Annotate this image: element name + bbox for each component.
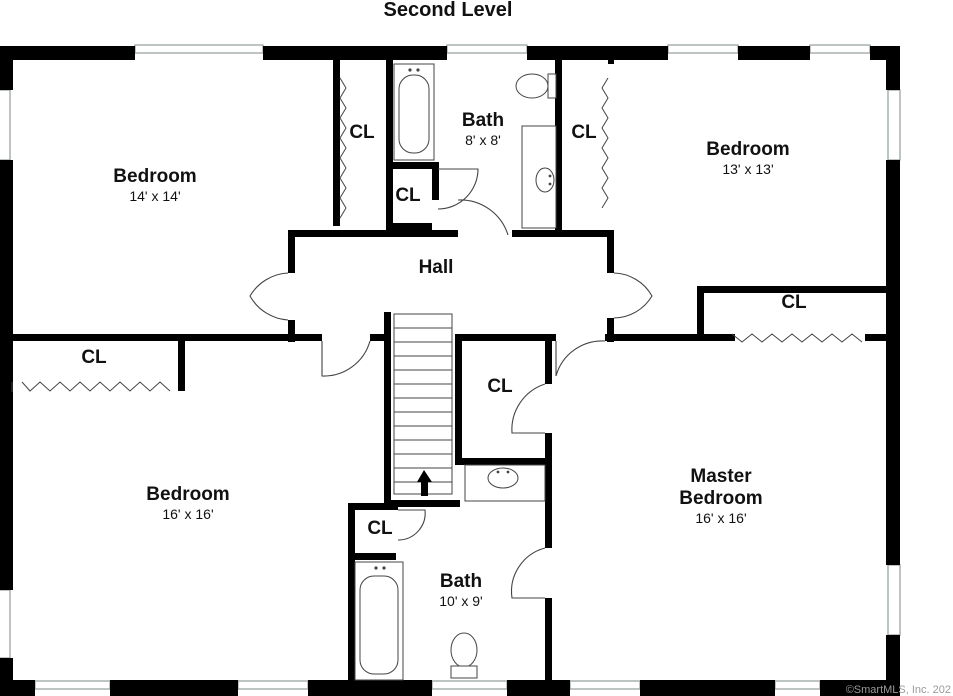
- closet-label-bottom: CL: [367, 518, 393, 539]
- room-name-master-line2: Bedroom: [679, 488, 762, 509]
- room-dims-bedroom-sw: 16' x 16': [162, 506, 213, 522]
- room-dims-bath-bottom: 10' x 9': [439, 593, 482, 609]
- room-name-bedroom-ne: Bedroom: [706, 139, 789, 160]
- room-name-master-line1: Master: [690, 466, 752, 487]
- toilet: [515, 73, 549, 99]
- closet-label-bath: CL: [395, 185, 421, 206]
- room-dims-bath-top: 8' x 8': [465, 132, 501, 148]
- room-name-bedroom-sw: Bedroom: [146, 484, 229, 505]
- closet-label-west: CL: [81, 347, 107, 368]
- room-dims-bedroom-ne: 13' x 13': [722, 161, 773, 177]
- faucets: [374, 68, 552, 570]
- closet-labels: CL CL CL CL CL CL CL: [81, 122, 807, 539]
- door-swings: [249, 168, 653, 599]
- room-name-bath-top: Bath: [462, 110, 504, 131]
- sink: [487, 467, 519, 489]
- room-dims-bedroom-nw: 14' x 14': [129, 188, 180, 204]
- walls: [0, 46, 900, 696]
- fixtures: [354, 63, 557, 681]
- stair-up-arrow-icon: [417, 470, 432, 496]
- staircase: [393, 313, 453, 495]
- watermark: ©SmartMLS, Inc. 202: [846, 684, 951, 696]
- room-dims-master: 16' x 16': [695, 510, 746, 526]
- room-labels: Bedroom 14' x 14' Bath 8' x 8' Bedroom 1…: [113, 110, 789, 609]
- closet-doors: [11, 77, 863, 392]
- closet-label-nw: CL: [349, 122, 375, 143]
- toilet: [450, 632, 478, 668]
- closet-label-center: CL: [487, 376, 513, 397]
- closet-label-ne: CL: [571, 122, 597, 143]
- sink: [535, 167, 555, 193]
- closet-label-east: CL: [781, 292, 807, 313]
- room-name-bath-bottom: Bath: [440, 571, 482, 592]
- plan-title: Second Level: [384, 0, 513, 21]
- room-name-bedroom-nw: Bedroom: [113, 166, 196, 187]
- room-name-hall: Hall: [419, 257, 454, 278]
